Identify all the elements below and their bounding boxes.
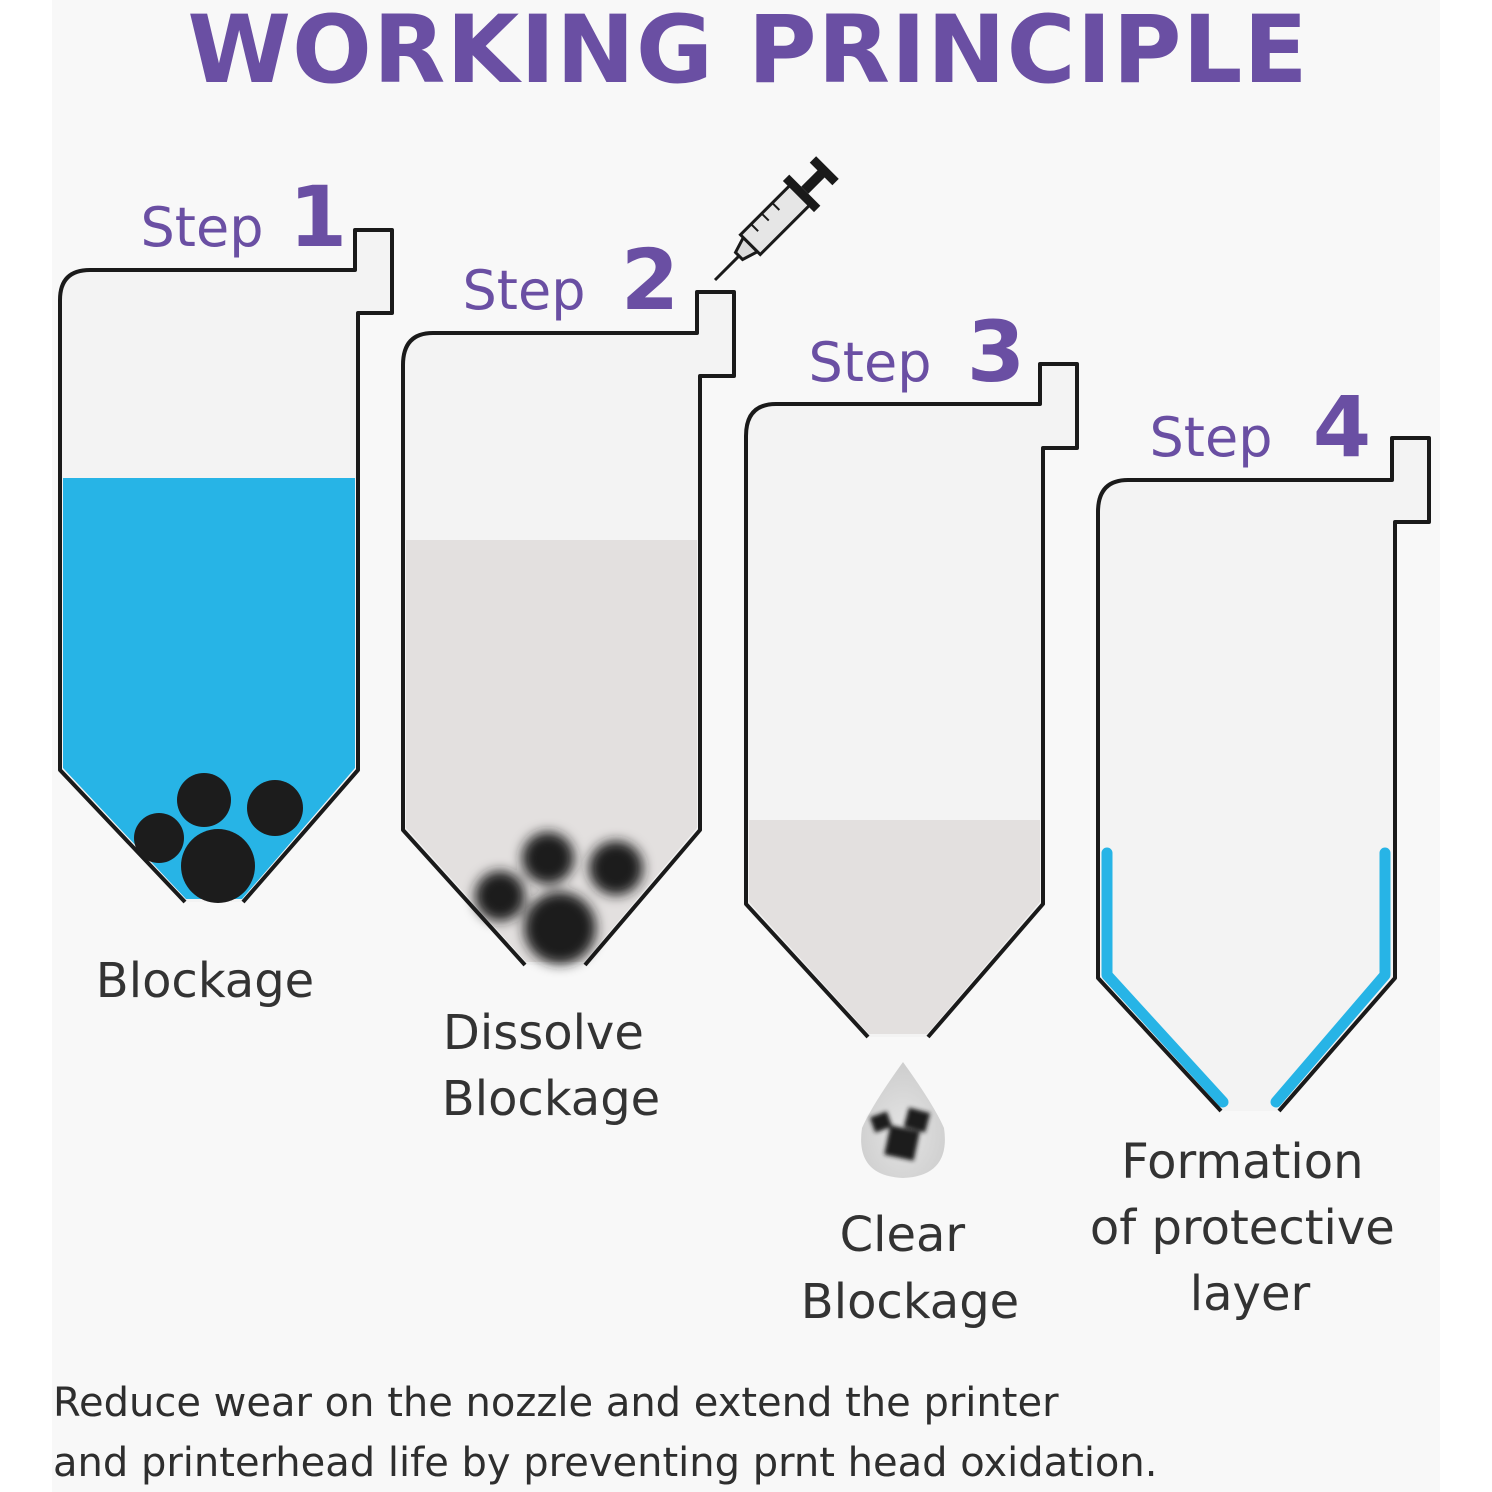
step-2: Step 2 Dissolve B bbox=[401, 156, 839, 1127]
footer-text: Reduce wear on the nozzle and extend the… bbox=[53, 1380, 1157, 1486]
step-1-number: 1 bbox=[289, 168, 347, 266]
step-3-label: Clear Blockage bbox=[801, 1207, 1019, 1330]
protective-layer bbox=[1101, 847, 1229, 1108]
dissolving-particles-2 bbox=[475, 832, 643, 964]
step-2-word: Step bbox=[463, 259, 586, 322]
syringe-icon bbox=[713, 156, 839, 282]
step-4-word: Step bbox=[1150, 406, 1273, 469]
cartridge-3 bbox=[744, 362, 1079, 1039]
step-2-label: Dissolve Blockage bbox=[442, 1005, 660, 1127]
page-title: WORKING PRINCIPLE bbox=[187, 0, 1308, 105]
step-1-label: Blockage bbox=[96, 953, 314, 1009]
remaining-liquid-3 bbox=[749, 820, 1040, 1034]
cartridge-2 bbox=[401, 290, 736, 967]
cartridge-4 bbox=[1096, 436, 1431, 1113]
step-4-label: Formation of protective layer bbox=[1090, 1134, 1410, 1322]
step-2-number: 2 bbox=[621, 231, 679, 329]
step-3-word: Step bbox=[809, 331, 932, 394]
step-3: Step 3 Clear Blockage bbox=[744, 303, 1079, 1330]
blockage-particles-1 bbox=[134, 773, 303, 903]
ink-drop-icon bbox=[861, 1062, 945, 1178]
step-1: Step 1 Blockage bbox=[58, 168, 394, 1009]
step-4: Step 4 Formation of protective layer bbox=[1090, 378, 1431, 1322]
step-4-number: 4 bbox=[1313, 378, 1371, 476]
step-1-word: Step bbox=[141, 196, 264, 259]
step-3-number: 3 bbox=[967, 303, 1025, 401]
cartridge-1 bbox=[58, 228, 394, 904]
